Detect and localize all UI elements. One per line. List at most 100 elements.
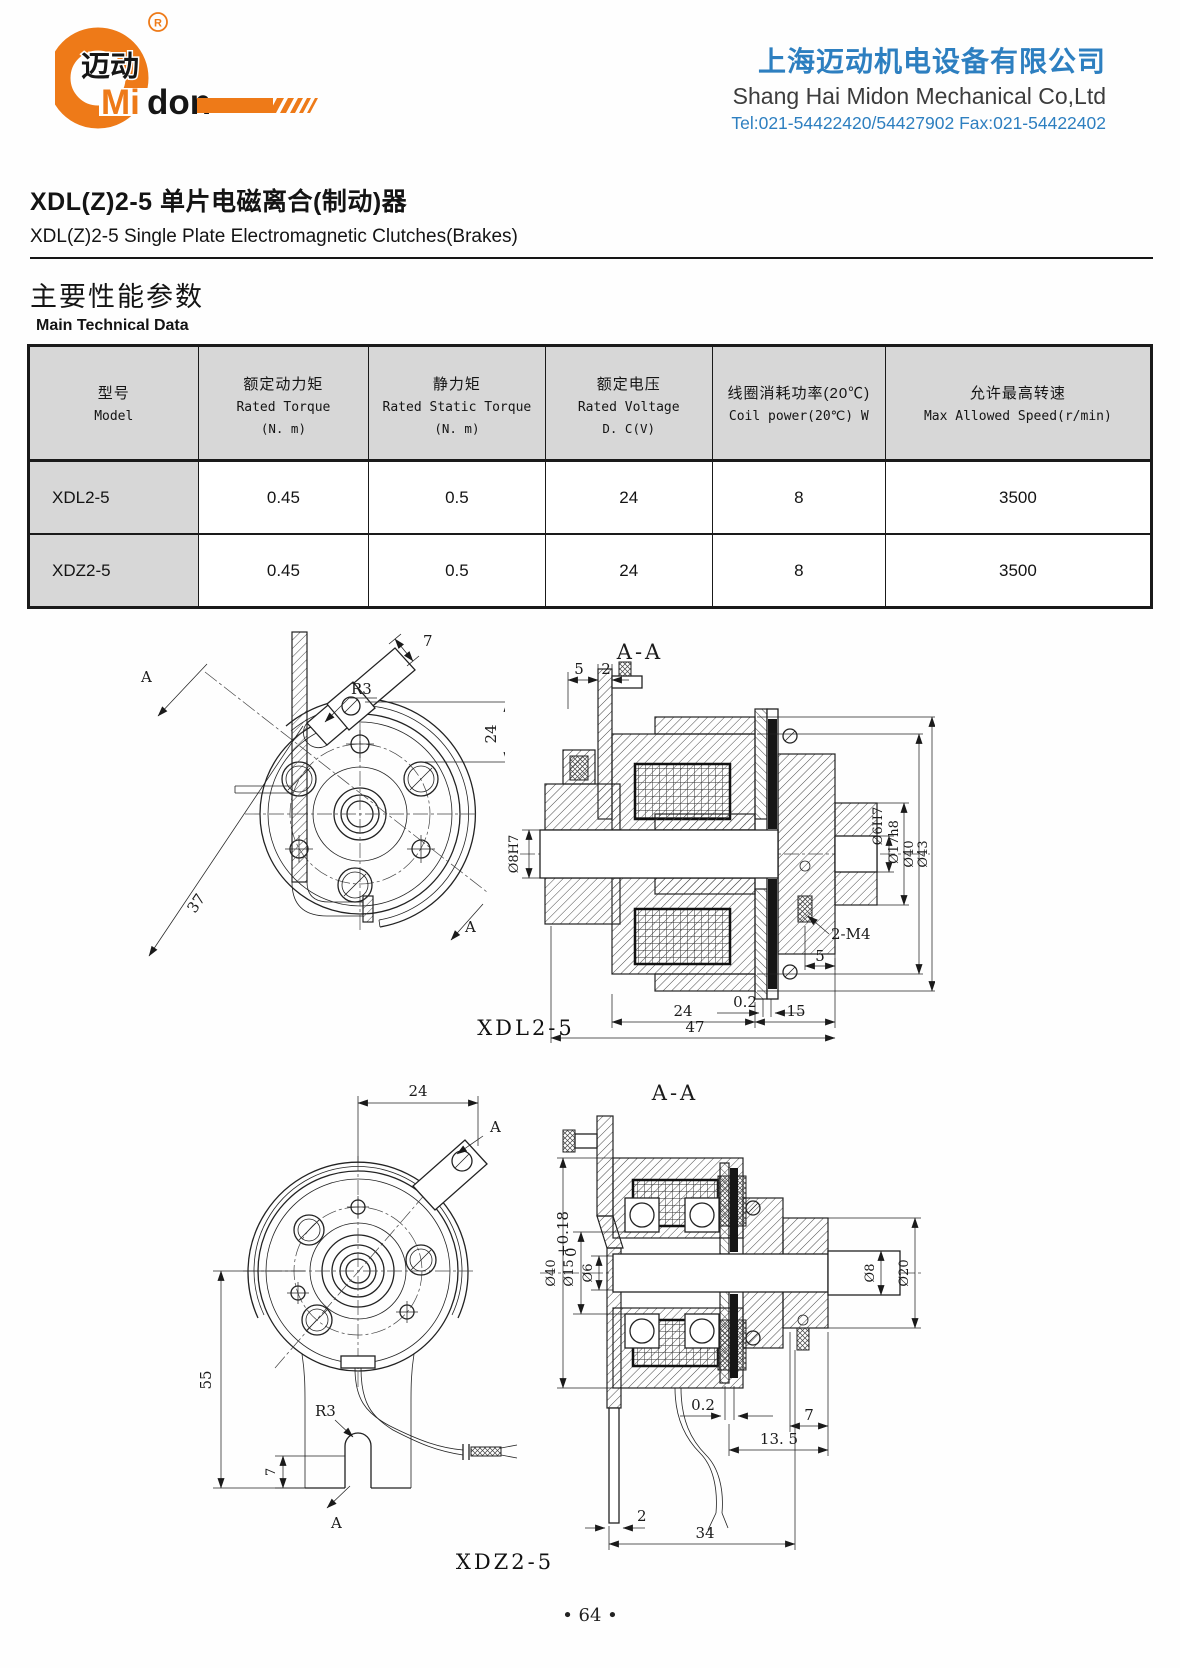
dim-13-5: 13. 5 [760, 1430, 798, 1448]
xdl-section-view-drawing: A-A [507, 640, 935, 1043]
dim-7: 7 [804, 1406, 814, 1424]
dim-37: 37 [183, 890, 209, 916]
logo-bar-stripes [269, 98, 318, 113]
table-header-row: 型号 Model 额定动力矩 Rated Torque (N. m) 静力矩 R… [28, 345, 1153, 462]
dim-2-m4: 2-M4 [831, 925, 871, 943]
cell-static-torque: 0.5 [368, 460, 546, 535]
cell-coil-power: 8 [711, 533, 886, 608]
xdl-drawing-block: A 7 R3 37 24 A A-A [0, 614, 1180, 1052]
product-title-en: XDL(Z)2-5 Single Plate Electromagnetic C… [30, 226, 1153, 259]
dim-d17h8: Ø17h8 [887, 820, 902, 864]
page-number: • 64 • [562, 1605, 618, 1626]
table-row-xdl: XDL2-5 0.45 0.5 24 8 3500 [28, 460, 1153, 535]
midon-logo: R 迈动 Mi don [55, 12, 318, 129]
product-title-cn: XDL(Z)2-5 单片电磁离合(制动)器 [30, 188, 408, 216]
header-coil-en: Coil power(20℃) W [728, 409, 869, 424]
xdz-section-body [540, 1115, 923, 1531]
cell-static-torque: 0.5 [368, 533, 546, 608]
logo-ring [55, 27, 149, 129]
xdl-caption: XDL2-5 [477, 1016, 575, 1040]
xdz-section-dimensions: Ø40 Ø15 +0.18 0 Ø6 Ø8 [544, 1157, 921, 1550]
section-arrow-label-a-top: A [140, 668, 152, 686]
header-torque-en: Rated Torque [236, 399, 331, 415]
dim-r3: R3 [315, 1402, 336, 1420]
section-arrow-label-a-bottom: A [330, 1514, 342, 1532]
header-voltage-unit: D. C(V) [602, 420, 656, 436]
cell-torque: 0.45 [197, 533, 370, 608]
xdz-front-view-drawing: 24 A 55 R3 7 A [197, 1082, 518, 1532]
section-title: A-A [616, 640, 663, 664]
dim-55: 55 [197, 1370, 215, 1389]
logo-bar [197, 98, 273, 113]
col-header-model: 型号 Model [28, 345, 199, 462]
dim-7: 7 [264, 1468, 279, 1476]
cell-max-speed: 3500 [884, 460, 1153, 535]
xdl-section-body [520, 661, 930, 1000]
dim-0-2: 0.2 [691, 1396, 715, 1414]
page-header: R 迈动 Mi don 上海迈动机电设备有限公司 Shang Hai Midon… [0, 0, 1180, 168]
header-speed-en: Max Allowed Speed(r/min) [923, 409, 1112, 424]
dim-5: 5 [574, 660, 584, 678]
xdl-section-dimensions: 5 2 Ø8H7 Ø6H7 Ø17h8 Ø40 [507, 660, 935, 1043]
section-title: A-A [651, 1081, 698, 1105]
xdz-drawing-block: 24 A 55 R3 7 A A-A [0, 1058, 1180, 1598]
header-torque-unit: (N. m) [260, 420, 306, 436]
dim-d20: Ø20 [897, 1259, 912, 1286]
company-block: 上海迈动机电设备有限公司 Shang Hai Midon Mechanical … [731, 40, 1106, 134]
dim-24: 24 [482, 724, 500, 743]
dim-d8h7: Ø8H7 [507, 835, 522, 874]
cell-max-speed: 3500 [884, 533, 1153, 608]
dim-d15-tolerance: Ø15 +0.18 0 [554, 1211, 580, 1287]
company-name-en: Shang Hai Midon Mechanical Co,Ltd [732, 83, 1106, 109]
header-static-en: Rated Static Torque [382, 399, 532, 415]
svg-text:+0.18: +0.18 [554, 1211, 572, 1257]
xdl-front-view-drawing: A 7 R3 37 24 A [140, 631, 505, 957]
table-row-xdz: XDZ2-5 0.45 0.5 24 8 3500 [28, 533, 1153, 608]
dim-r3: R3 [351, 680, 372, 698]
logo-notch [99, 88, 195, 116]
cell-model: XDZ2-5 [28, 533, 199, 608]
header-model-en: Model [94, 409, 134, 424]
dim-d43: Ø43 [916, 840, 931, 867]
cell-voltage: 24 [544, 533, 713, 608]
header-speed-cn: 允许最高转速 [969, 385, 1066, 402]
brand-cn: 迈动 [81, 50, 139, 83]
section-arrow-label-a-top: A [489, 1118, 501, 1136]
technical-data-table: 型号 Model 额定动力矩 Rated Torque (N. m) 静力矩 R… [27, 344, 1153, 609]
col-header-torque: 额定动力矩 Rated Torque (N. m) [197, 345, 370, 462]
xdl-front-bracket [234, 631, 416, 923]
xdz-section-view-drawing: A-A [540, 1081, 923, 1550]
col-header-voltage: 额定电压 Rated Voltage D. C(V) [544, 345, 713, 462]
cell-model: XDL2-5 [28, 460, 199, 535]
dim-2: 2 [637, 1507, 647, 1525]
header-static-cn: 静力矩 [432, 375, 481, 393]
xdz-caption: XDZ2-5 [455, 1550, 555, 1574]
dim-47: 47 [685, 1018, 704, 1036]
col-header-max-speed: 允许最高转速 Max Allowed Speed(r/min) [884, 345, 1153, 462]
registered-mark: R [154, 18, 162, 30]
col-header-coil-power: 线圈消耗功率(20℃) Coil power(20℃) W [711, 345, 886, 462]
dim-24: 24 [408, 1082, 427, 1100]
header-model-cn: 型号 [97, 385, 130, 402]
dim-24: 24 [673, 1002, 692, 1020]
svg-text:0: 0 [562, 1247, 580, 1257]
brand-mi: Mi [101, 83, 140, 122]
section-heading-en: Main Technical Data [36, 317, 189, 334]
header-coil-cn: 线圈消耗功率(20℃) [727, 385, 871, 402]
dim-2: 2 [601, 660, 611, 678]
cell-coil-power: 8 [711, 460, 886, 535]
dim-0-2: 0.2 [733, 993, 757, 1011]
xdz-front-dimensions: 24 A 55 R3 7 A [197, 1082, 501, 1532]
dim-d6: Ø6 [581, 1264, 596, 1283]
header-torque-cn: 额定动力矩 [243, 375, 324, 393]
col-header-static-torque: 静力矩 Rated Static Torque (N. m) [368, 345, 546, 462]
header-static-unit: (N. m) [434, 420, 480, 436]
dim-5b: 5 [815, 947, 825, 965]
section-heading-cn: 主要性能参数 [30, 282, 204, 312]
xdz-front-body [243, 1139, 518, 1489]
dim-15: 15 [786, 1002, 805, 1020]
dim-d40: Ø40 [902, 840, 917, 867]
company-name-cn: 上海迈动机电设备有限公司 [757, 46, 1106, 77]
dim-34: 34 [695, 1524, 714, 1542]
